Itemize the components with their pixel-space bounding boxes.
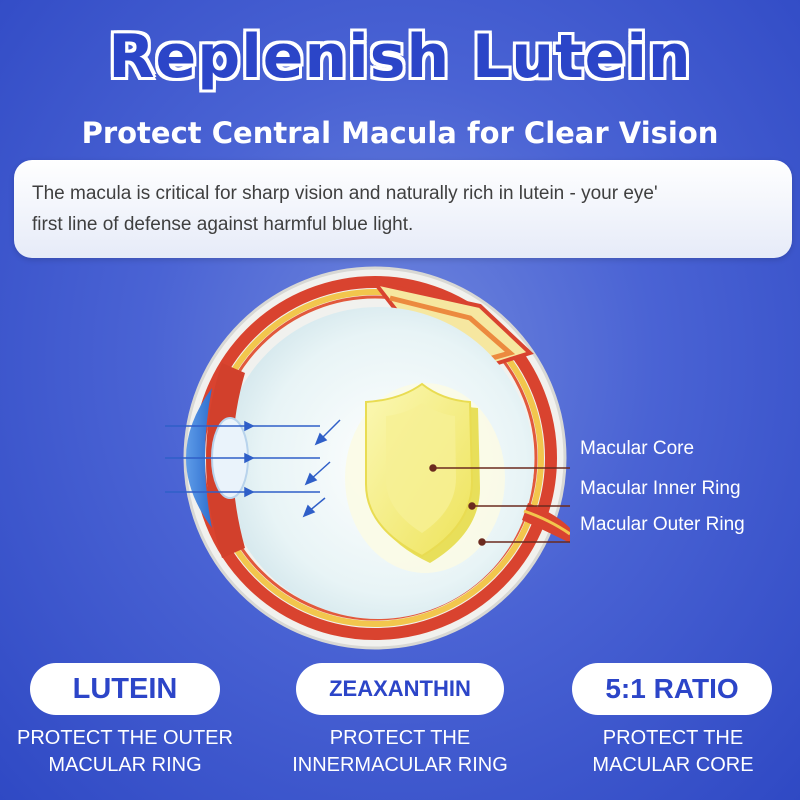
description-card: The macula is critical for sharp vision … — [14, 160, 792, 258]
badge-lutein: LUTEIN — [30, 663, 220, 715]
label-macular-inner-ring: Macular Inner Ring — [580, 478, 741, 499]
page-title: Replenish Lutein — [108, 22, 692, 92]
label-macular-outer-ring: Macular Outer Ring — [580, 514, 745, 535]
caption-ratio-line-2: MACULAR CORE — [592, 754, 754, 776]
caption-lutein: PROTECT THE OUTER MACULAR RING — [0, 725, 250, 779]
page-subtitle: Protect Central Macula for Clear Vision — [81, 116, 719, 150]
description-line-1: The macula is critical for sharp vision … — [32, 183, 658, 204]
badge-zeaxanthin: ZEAXANTHIN — [296, 663, 504, 715]
caption-lutein-line-1: PROTECT THE OUTER — [17, 727, 233, 749]
shield-icon — [365, 382, 480, 563]
caption-ratio: PROTECT THE MACULAR CORE — [548, 725, 798, 779]
caption-ratio-line-1: PROTECT THE — [602, 727, 744, 749]
caption-zeaxanthin-line-1: PROTECT THE — [329, 727, 471, 749]
caption-zeaxanthin: PROTECT THE INNERMACULAR RING — [275, 725, 525, 779]
badge-ratio: 5:1 RATIO — [572, 663, 772, 715]
label-macular-core: Macular Core — [580, 438, 695, 459]
caption-lutein-line-2: MACULAR RING — [48, 754, 202, 776]
caption-zeaxanthin-line-2: INNERMACULAR RING — [292, 754, 508, 776]
description-line-2: first line of defense against harmful bl… — [32, 214, 414, 235]
eye-illustration-icon — [165, 266, 570, 650]
description-text: The macula is critical for sharp vision … — [32, 178, 782, 240]
